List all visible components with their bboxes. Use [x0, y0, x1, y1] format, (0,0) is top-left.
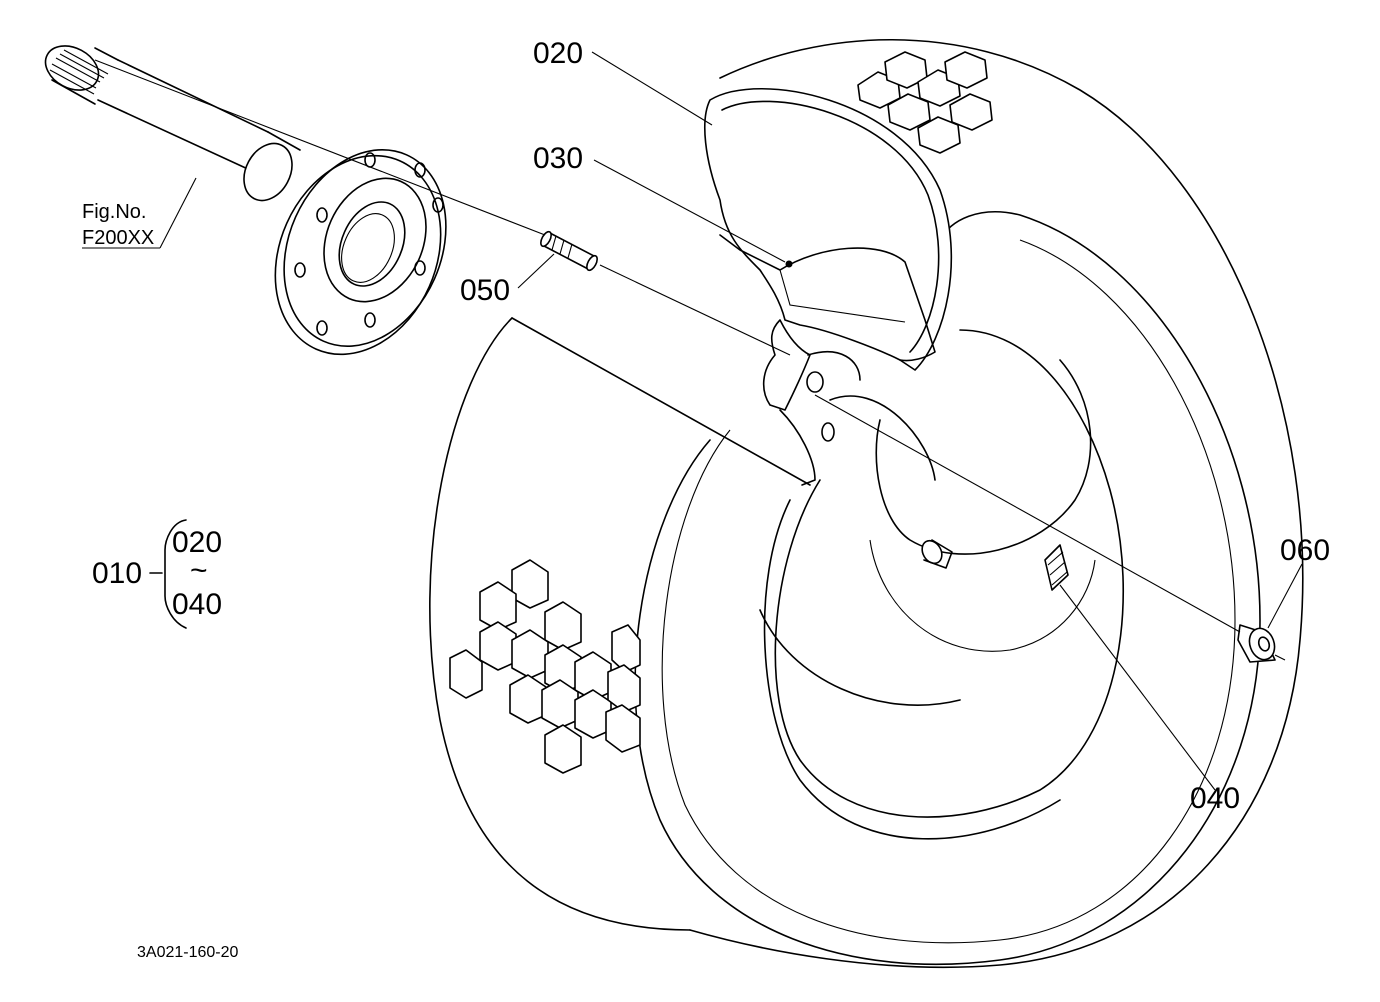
callout-020: 020	[533, 37, 583, 70]
tire-assembly	[429, 38, 1304, 969]
wheel-nut-060	[1237, 624, 1276, 663]
callout-060: 060	[1280, 534, 1330, 567]
tread-lugs-side	[449, 559, 641, 774]
axle-shaft	[44, 45, 447, 356]
figure-ref-line2: F200XX	[82, 227, 154, 249]
assembly-range-sep: ~	[190, 554, 208, 587]
assembly-range-end: 040	[172, 588, 222, 621]
wheel-stud-050	[540, 230, 598, 272]
callout-040: 040	[1190, 782, 1240, 815]
drawing-number: 3A021-160-20	[137, 944, 239, 961]
figure-ref-line1: Fig.No.	[82, 201, 146, 223]
leader-lines	[82, 51, 1303, 791]
assembly-parent-label: 010	[92, 557, 142, 590]
assembly-range-start: 020	[172, 526, 222, 559]
callout-050: 050	[460, 274, 510, 307]
tire-cutaway	[704, 88, 953, 486]
assembly-bracket	[149, 519, 187, 629]
callout-030: 030	[533, 142, 583, 175]
tread-lugs-top	[857, 51, 993, 154]
